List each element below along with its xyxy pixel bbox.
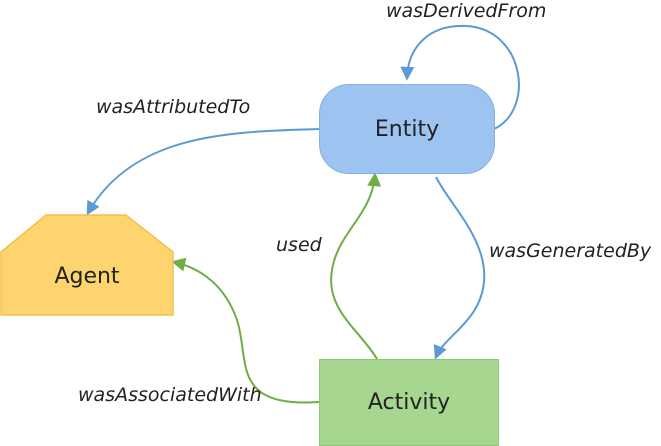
agent-label: Agent [54,263,120,289]
edge-label-was-derived-from: wasDerivedFrom [386,0,547,22]
agent-node: Agent [0,214,174,316]
edge-label-used: used [276,234,322,256]
edge-was-derived-from [400,24,520,130]
agent-pentagon-shape [0,214,174,316]
activity-label: Activity [367,390,451,415]
edge-was-associated-with [171,257,320,404]
edge-was-attributed-to [86,128,320,216]
edge-label-was-associated-with: wasAssociatedWith [78,384,262,406]
edge-label-was-attributed-to: wasAttributedTo [96,96,251,118]
entity-node: Entity [319,84,495,174]
edge-label-was-generated-by: wasGeneratedBy [489,240,652,262]
entity-label: Entity [374,116,440,142]
edge-used [330,172,382,360]
activity-node: Activity [319,359,499,446]
edge-was-generated-by [433,176,486,360]
